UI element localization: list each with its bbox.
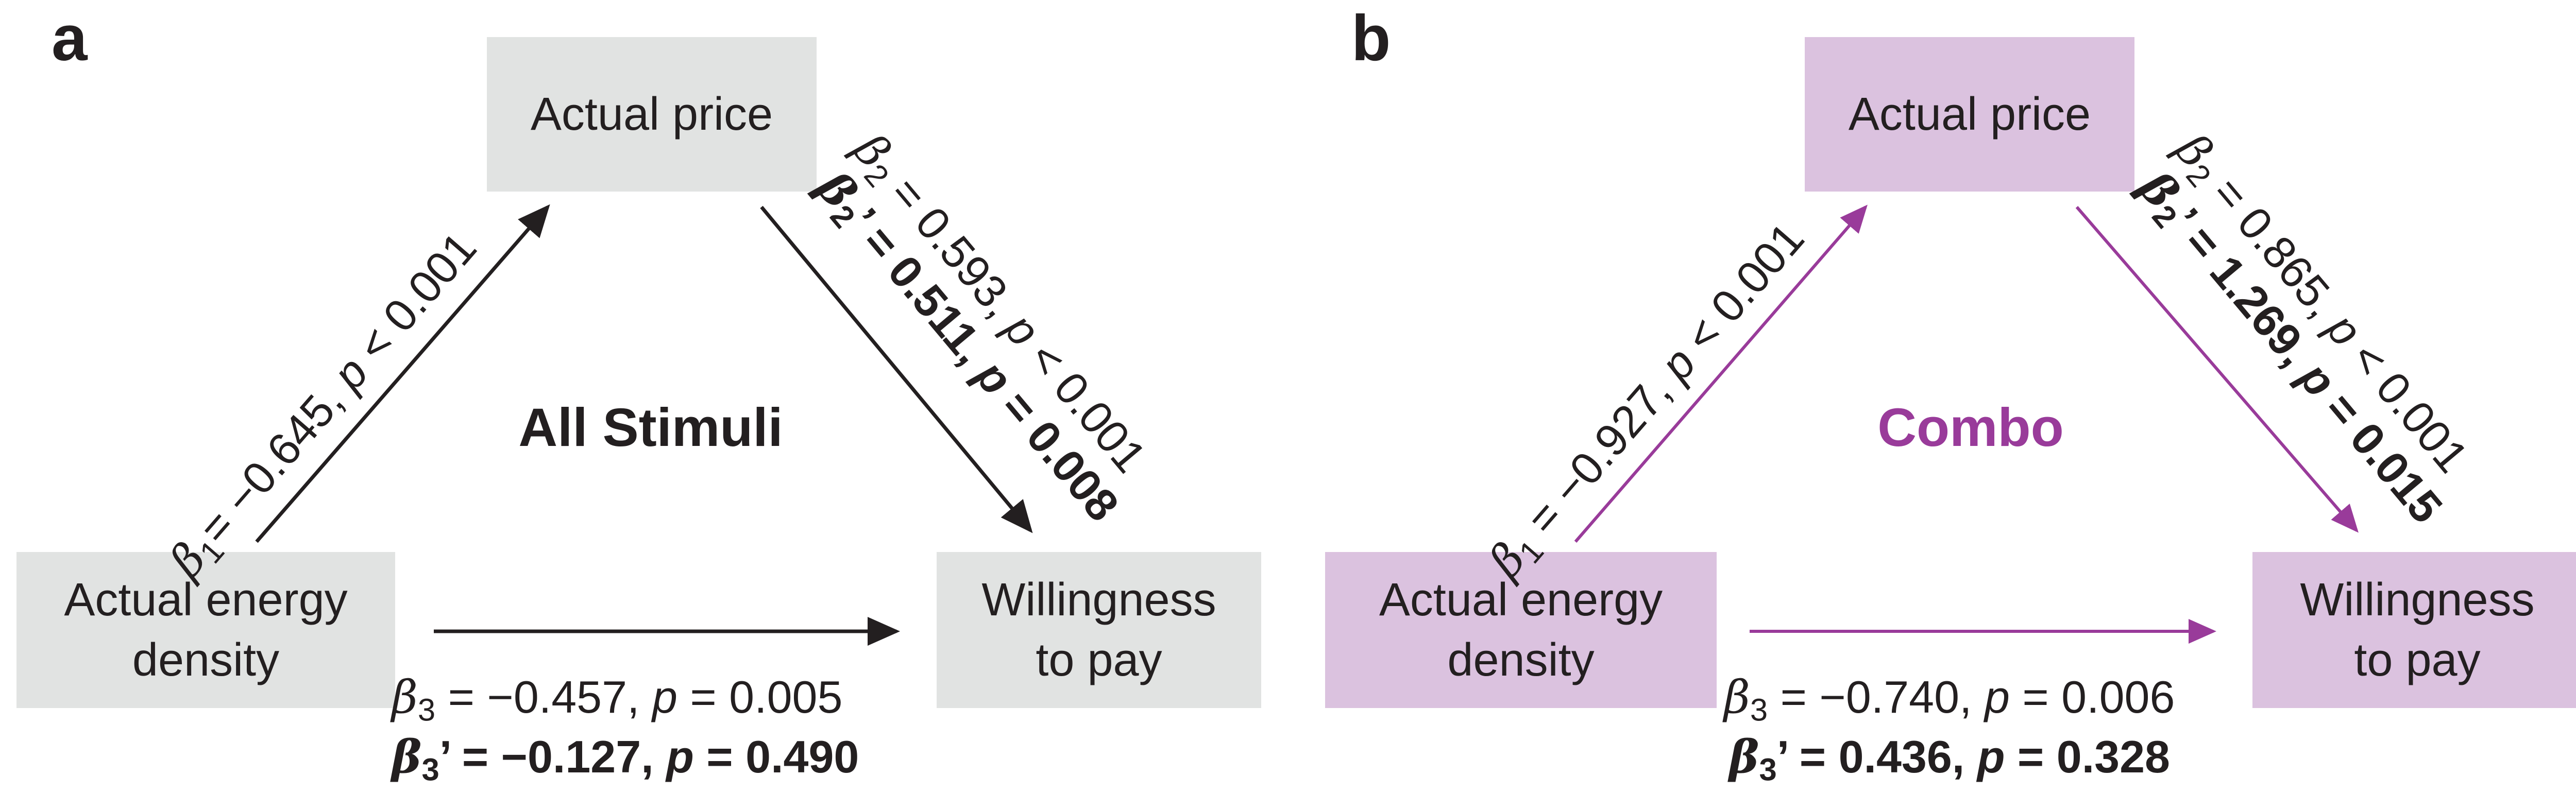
beta-subscript: 3 xyxy=(417,692,436,728)
beta-subscript: 3 xyxy=(1750,692,1768,728)
center-label-text: All Stimuli xyxy=(518,398,783,458)
path-b3-label: β3 = −0.740, p = 0.006 xyxy=(1724,675,2175,726)
p-value: = 0.490 xyxy=(693,731,859,782)
center-label-text: Combo xyxy=(1877,398,2064,458)
node-mediator: Actual price xyxy=(487,37,817,192)
arrow-a-path xyxy=(255,204,550,543)
path-b3-prime-label: β3’ = −0.127, p = 0.490 xyxy=(392,734,859,786)
arrow-b-path xyxy=(2075,206,2359,533)
beta-symbol: β xyxy=(1724,670,1750,723)
p-label: p xyxy=(666,731,694,782)
panel-b: b Actual price Actual energy density Wil… xyxy=(1301,0,2576,793)
node-mediator-label: Actual price xyxy=(1848,88,2091,140)
beta-subscript: 3 xyxy=(421,752,439,788)
p-label: p xyxy=(1977,731,2005,782)
p-value: = 0.328 xyxy=(2005,731,2170,782)
node-outcome: Willingness to pay xyxy=(937,552,1261,708)
path-arrows xyxy=(1574,204,2359,644)
panel-letter: b xyxy=(1351,3,1391,74)
path-b3-label: β3 = −0.457, p = 0.005 xyxy=(392,675,842,726)
beta-value: = 0.436, xyxy=(1787,731,1977,782)
p-value: = 0.005 xyxy=(677,671,843,722)
beta-symbol: β xyxy=(392,670,418,723)
node-mediator-label: Actual price xyxy=(530,88,773,140)
p-label: p xyxy=(1984,671,2010,722)
arrow-a-path xyxy=(1574,204,1868,543)
node-predictor-label: Actual energy density xyxy=(64,574,348,686)
node-outcome: Willingness to pay xyxy=(2252,552,2576,708)
beta-value: = −0.457, xyxy=(435,671,652,722)
beta-value: = −0.127, xyxy=(449,731,667,782)
node-predictor: Actual energy density xyxy=(16,552,395,708)
node-outcome-label: Willingness to pay xyxy=(2300,574,2535,686)
center-label: Combo xyxy=(1320,401,2576,455)
node-outcome-label: Willingness to pay xyxy=(981,574,1216,686)
node-predictor-label: Actual energy density xyxy=(1379,574,1663,686)
p-label: p xyxy=(652,671,677,722)
center-label: All Stimuli xyxy=(0,401,1301,455)
beta-subscript: 3 xyxy=(1759,752,1777,788)
beta-prime: ’ xyxy=(439,731,450,782)
p-value: = 0.006 xyxy=(2009,671,2175,722)
path-b3-prime-label: β3’ = 0.436, p = 0.328 xyxy=(1729,734,2170,786)
panel-a: a Actual price Actual energy density Wil… xyxy=(0,3,1301,786)
path-arrows xyxy=(255,204,1033,646)
node-mediator: Actual price xyxy=(1805,37,2134,192)
beta-prime: ’ xyxy=(1776,731,1787,782)
panel-letter: a xyxy=(52,3,88,74)
beta-symbol: β xyxy=(1729,730,1759,783)
arrow-b-path xyxy=(760,205,1033,533)
beta-symbol: β xyxy=(392,730,422,783)
node-predictor: Actual energy density xyxy=(1325,552,1717,708)
beta-value: = −0.740, xyxy=(1768,671,1985,722)
